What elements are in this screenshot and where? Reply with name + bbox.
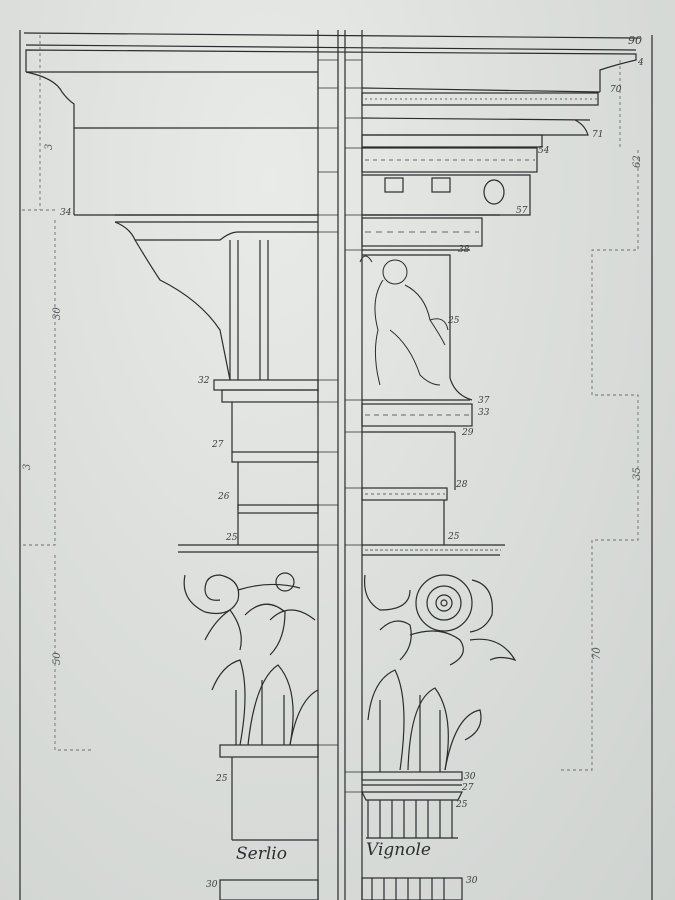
acanthus-leaf	[204, 609, 242, 651]
volute-right	[415, 574, 473, 632]
side-measure: 3	[44, 143, 55, 150]
cornice-cyma-left	[25, 71, 318, 129]
measure-label: 38	[458, 245, 470, 255]
side-measure: 62	[632, 155, 643, 168]
egg-dart-frieze	[361, 147, 538, 173]
measure-label: 25	[456, 800, 468, 810]
acanthus-leaf	[379, 620, 412, 661]
acanthus-leaf	[367, 669, 405, 771]
dentil-band	[361, 92, 599, 106]
cornice-corona	[25, 49, 637, 92]
measure-label: 30	[466, 876, 478, 886]
measure-label: 29	[462, 428, 474, 438]
measure-label: 26	[218, 492, 230, 502]
measure-label: 57	[516, 206, 528, 216]
side-measure: 70	[592, 647, 603, 660]
measure-label: 25	[448, 316, 460, 326]
rosette	[483, 179, 505, 205]
frieze-panel	[362, 254, 473, 401]
cornice-top-line	[23, 32, 641, 39]
egg-dart-upper	[361, 217, 483, 247]
volute-left	[183, 574, 240, 615]
carved-ornament	[365, 98, 597, 551]
measure-label: 54	[538, 146, 550, 156]
caption-serlio: Serlio	[236, 844, 287, 864]
side-measure: 50	[52, 652, 63, 665]
bracket-curve	[134, 239, 231, 381]
astragal-right	[361, 771, 463, 781]
measure-label: 37	[478, 396, 490, 406]
measure-label: 71	[592, 130, 604, 140]
measure-label: 33	[478, 408, 490, 418]
side-measure: 30	[52, 307, 63, 320]
egg-dart-lower	[361, 403, 473, 427]
measure-label: 25	[216, 774, 228, 784]
measure-label: 30	[464, 772, 476, 782]
astragal-left	[219, 744, 319, 758]
measurement-guides	[22, 35, 639, 771]
caption-vignole: Vignole	[366, 840, 431, 860]
measure-label: 70	[610, 85, 622, 95]
measure-label: 27	[462, 783, 474, 793]
side-measure: 3	[22, 463, 33, 470]
measure-label: 28	[456, 480, 468, 490]
plate-number: 90	[628, 34, 642, 47]
architrave-left	[114, 221, 318, 241]
acanthus-leaf	[211, 659, 246, 746]
measure-label: 30	[206, 880, 218, 890]
measure-label: 34	[60, 208, 72, 218]
measure-label: 25	[448, 532, 460, 542]
measure-label: 4	[638, 58, 644, 68]
measure-label: 25	[226, 533, 238, 543]
measure-label: 32	[198, 376, 210, 386]
axis-ticks	[318, 59, 362, 793]
side-measure: 35	[632, 467, 643, 480]
cherub-figure	[359, 255, 449, 386]
measure-label: 27	[212, 440, 224, 450]
